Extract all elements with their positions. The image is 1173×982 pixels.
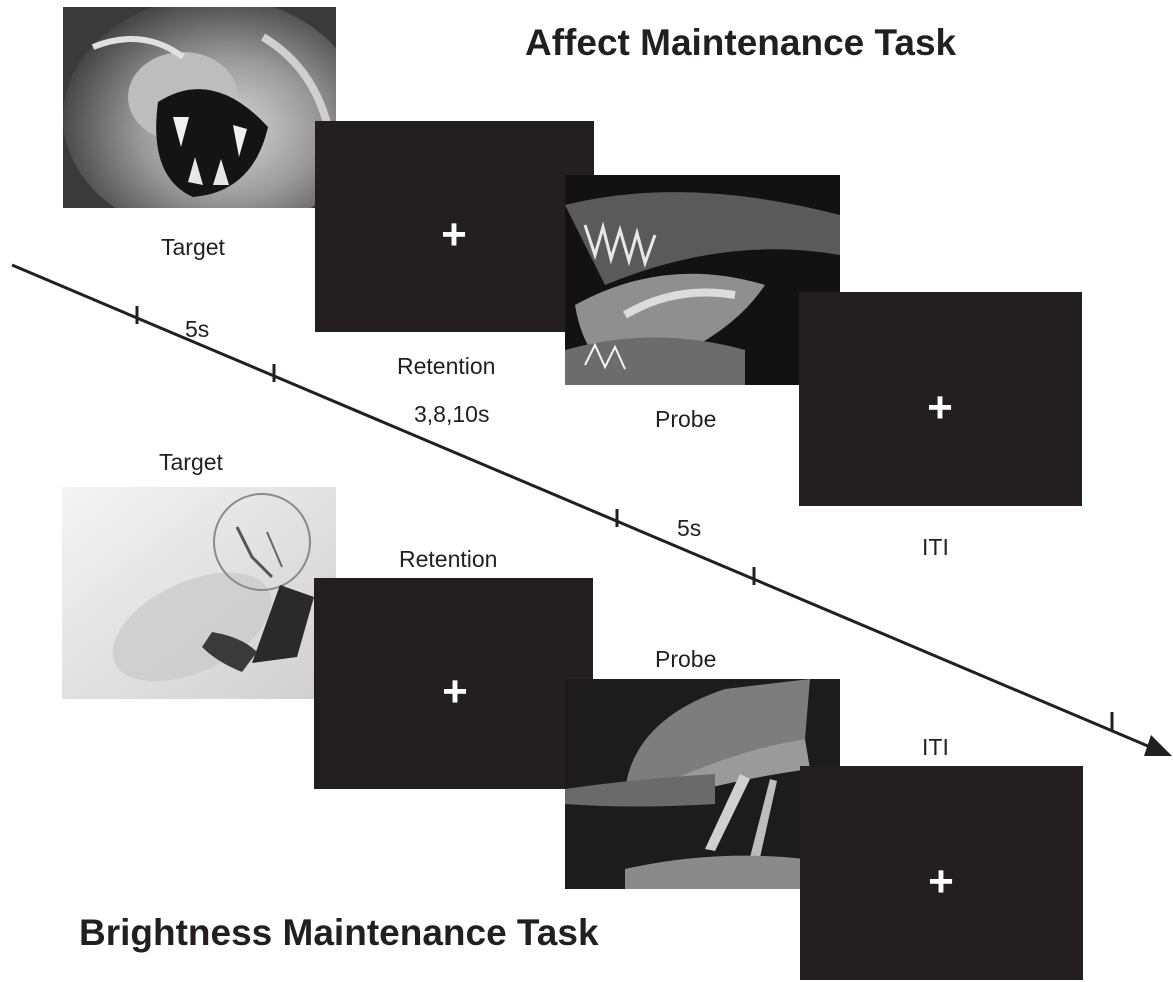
- brightness-task-title: Brightness Maintenance Task: [79, 912, 599, 953]
- affect-probe-label: Probe: [655, 406, 717, 432]
- affect-target-image: [63, 7, 336, 208]
- arrowhead-icon: [1144, 735, 1172, 756]
- brightness-retention-panel: +: [314, 578, 593, 789]
- book-photo-icon: [565, 679, 840, 889]
- target-duration-label: 5s: [185, 316, 210, 342]
- affect-task-title: Affect Maintenance Task: [525, 22, 957, 63]
- brightness-iti-panel: +: [800, 766, 1083, 980]
- fixation-cross: +: [441, 210, 467, 259]
- fixation-cross: +: [442, 667, 468, 716]
- brightness-retention-label: Retention: [399, 546, 498, 572]
- brightness-probe-label: Probe: [655, 646, 717, 672]
- brightness-target-label: Target: [159, 449, 223, 475]
- affect-iti-label: ITI: [922, 534, 949, 560]
- affect-iti-panel: +: [799, 292, 1082, 506]
- fixation-cross: +: [928, 857, 954, 906]
- brightness-target-image: [62, 487, 336, 699]
- brightness-iti-label: ITI: [922, 734, 949, 760]
- brightness-probe-image: [565, 679, 840, 889]
- affect-retention-label: Retention: [397, 353, 496, 379]
- affect-target-label: Target: [161, 234, 225, 260]
- retention-duration-label: 3,8,10s: [414, 401, 490, 427]
- affect-retention-panel: +: [315, 121, 594, 332]
- light-bulb-photo-icon: [62, 487, 336, 699]
- lion-photo-icon: [63, 7, 336, 208]
- probe-duration-label: 5s: [677, 515, 702, 541]
- affect-probe-image: [565, 175, 840, 385]
- crocodile-photo-icon: [565, 175, 840, 385]
- fixation-cross: +: [927, 383, 953, 432]
